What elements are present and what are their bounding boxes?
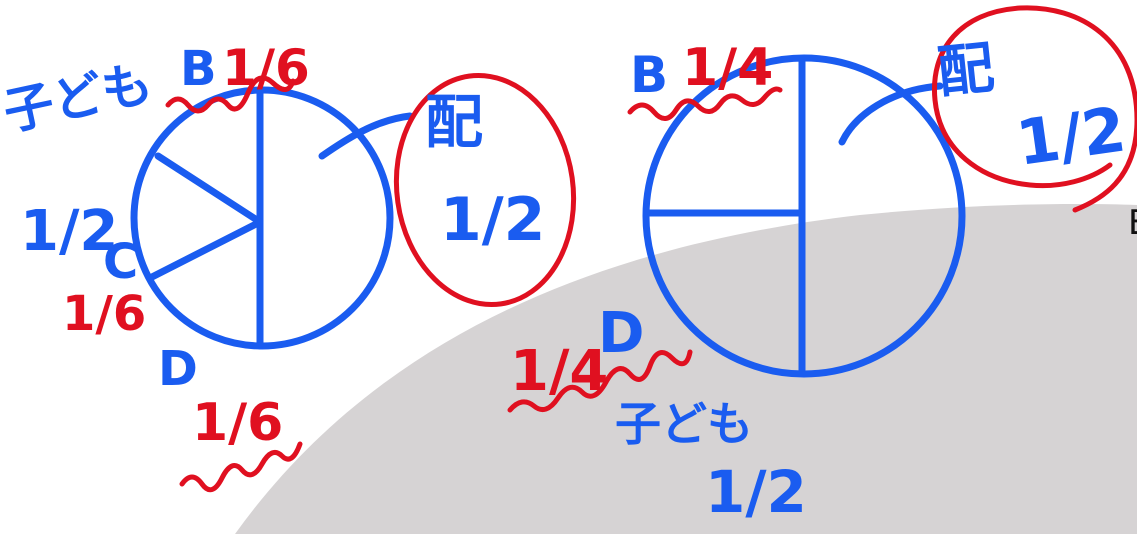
right-children-label: 子ども xyxy=(615,397,753,451)
right-spouse-red-circle xyxy=(931,5,1137,213)
right-d-underline xyxy=(507,349,693,413)
right-b-label: B xyxy=(630,46,668,104)
left-children-share: 1/2 xyxy=(20,199,118,264)
right-children-share: 1/2 xyxy=(705,458,807,526)
left-children-label: 子ども xyxy=(0,54,157,142)
left-spouse-arrow xyxy=(318,112,414,160)
right-d-share: 1/4 xyxy=(510,339,608,404)
left-b-share: 1/6 xyxy=(222,39,310,97)
right-d-label: D xyxy=(598,301,644,366)
right-spouse-label: 配 xyxy=(935,35,997,105)
left-spouse-share: 1/2 xyxy=(440,185,545,255)
right-spouse-arrow xyxy=(838,82,944,146)
left-d-label: D xyxy=(158,341,198,397)
gray-background-shape xyxy=(235,204,1137,534)
left-spouse-label: 配 xyxy=(425,88,483,156)
edge-cut-off-text: E xyxy=(1128,203,1137,243)
left-lower-divider xyxy=(146,218,264,282)
right-b-underline xyxy=(627,86,783,121)
left-upper-divider xyxy=(154,152,264,226)
right-b-share: 1/4 xyxy=(682,38,773,98)
left-spouse-red-circle xyxy=(393,72,577,308)
left-d-underline xyxy=(179,441,303,493)
left-b-underline xyxy=(165,75,296,114)
right-diagram: B 1/4 1/4 D 子ども 1/2 配 1/2 xyxy=(507,5,1137,526)
left-b-label: B xyxy=(180,41,217,97)
left-c-share: 1/6 xyxy=(62,286,146,342)
right-spouse-share: 1/2 xyxy=(1012,92,1130,179)
left-d-share: 1/6 xyxy=(192,393,283,453)
left-c-label: C xyxy=(103,234,138,290)
left-diagram: 子ども 1/2 B 1/6 C 1/6 D 1/6 配 1/2 xyxy=(0,39,577,493)
